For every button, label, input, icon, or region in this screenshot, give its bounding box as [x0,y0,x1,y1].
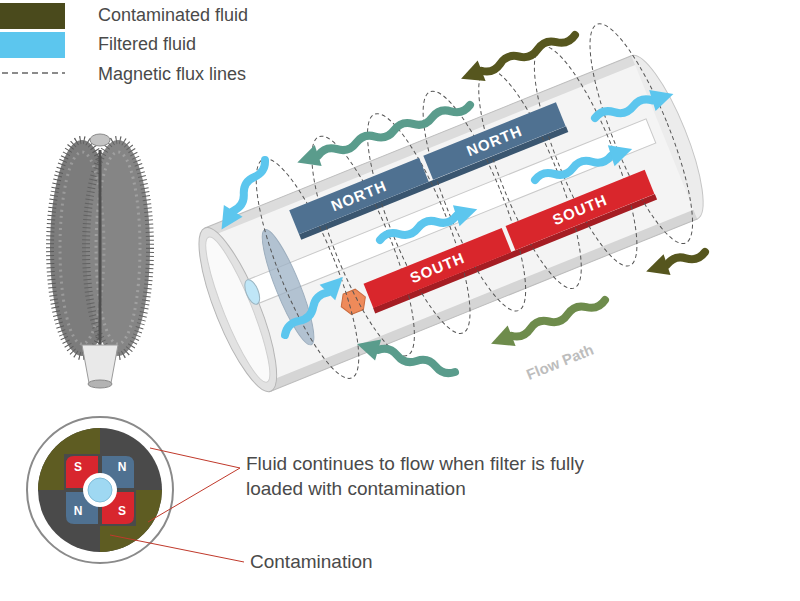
inner-tube-end [242,278,263,307]
arrow-head [608,139,636,167]
legend-row: Contaminated fluid [0,3,320,29]
filtered-arrow [277,269,351,343]
callout-label: Contamination [250,550,373,575]
arrow-head [294,145,322,173]
wave [480,32,576,74]
filter-fur [96,152,140,344]
wave [283,290,330,337]
legend-swatch [0,32,65,58]
core [88,478,112,502]
flow-path-label: Flow Path [521,339,600,386]
pole-letter: S [118,504,126,520]
leader-line [110,535,244,562]
filter-cone [82,345,118,383]
legend-row: Filtered fluid [0,32,320,58]
housing-ring [27,417,173,563]
wave [230,158,268,213]
arrow-head [212,205,242,235]
filtered-arrow [212,154,274,235]
filter-fur [60,152,104,344]
flux-line-sample [2,72,65,74]
contaminated-arrow [457,25,579,89]
pole-letter: N [118,460,127,476]
flux-lines [237,14,711,389]
contamination-fill [38,428,162,552]
pole-letter: N [74,504,83,520]
filter-cutaway [169,9,725,417]
cross-section [27,417,173,563]
leader-line [150,448,240,468]
wave [594,97,653,121]
legend-row: Magnetic flux lines [0,62,320,88]
core-ring [83,473,117,507]
wave [510,297,606,339]
flow-arrows [212,25,708,383]
mixed-arrow [354,333,458,382]
wave [666,249,706,268]
legend-text: Filtered fluid [98,33,196,55]
contaminated-arrow [643,242,709,282]
shell-rim [267,210,697,392]
legend-text: Magnetic flux lines [98,63,246,85]
loaded-filter-photo [50,134,150,388]
magnet-side [373,194,657,313]
wave [534,152,612,183]
callout-note: Fluid continues to flow when filter is f… [246,452,626,501]
arrow-head [457,61,485,89]
arrow-head [649,84,676,111]
arrow-head [643,254,671,282]
leader-line [148,468,240,522]
pole-letter: S [74,460,82,476]
filter-cap [90,134,110,146]
filter-rod [99,150,102,345]
filter-base [88,380,112,388]
legend-swatch [0,3,65,29]
wave [379,212,457,243]
arrow-head [320,269,351,300]
arrow-head [354,333,381,360]
arrow-head [453,199,481,227]
filtered-arrow [592,84,677,129]
legend-text: Contaminated fluid [98,4,248,26]
shell-inside [205,56,697,392]
wave [377,347,456,376]
arrow-head [487,326,515,354]
